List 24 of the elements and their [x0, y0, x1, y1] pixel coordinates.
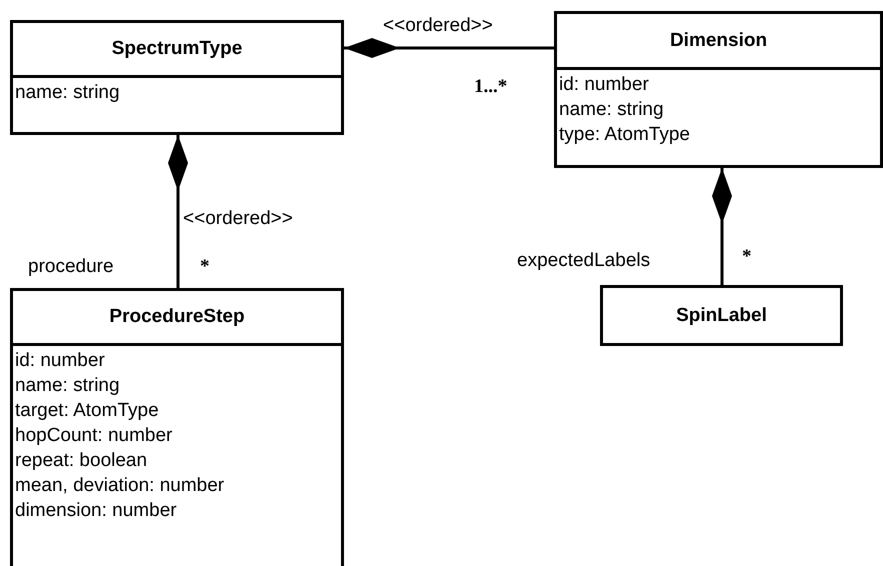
class-name: ProcedureStep — [109, 306, 245, 328]
class-name: SpinLabel — [676, 304, 767, 326]
class-name: SpectrumType — [112, 38, 242, 60]
composition-connector — [344, 38, 554, 58]
attribute-text: name: string — [15, 374, 120, 398]
attribute-text: name: string — [559, 98, 664, 122]
class-box — [10, 20, 344, 135]
class-name: Dimension — [670, 30, 768, 52]
attribute-text: target: AtomType — [15, 399, 159, 423]
composition-connector — [168, 135, 188, 288]
role-label: expectedLabels — [517, 250, 650, 272]
attribute-text: dimension: number — [15, 499, 177, 523]
attribute-text: mean, deviation: number — [15, 474, 224, 498]
class-box — [10, 288, 344, 566]
attribute-text: type: AtomType — [559, 123, 690, 147]
role-label: procedure — [28, 256, 114, 278]
class-box — [600, 285, 843, 346]
attribute-text: repeat: boolean — [15, 449, 148, 473]
attribute-text: hopCount: number — [15, 424, 172, 448]
composition-connector — [712, 168, 732, 285]
attribute-text: id: number — [15, 349, 105, 373]
attribute-text: name: string — [15, 81, 120, 105]
class-box — [554, 11, 883, 168]
attribute-text: id: number — [559, 73, 649, 97]
